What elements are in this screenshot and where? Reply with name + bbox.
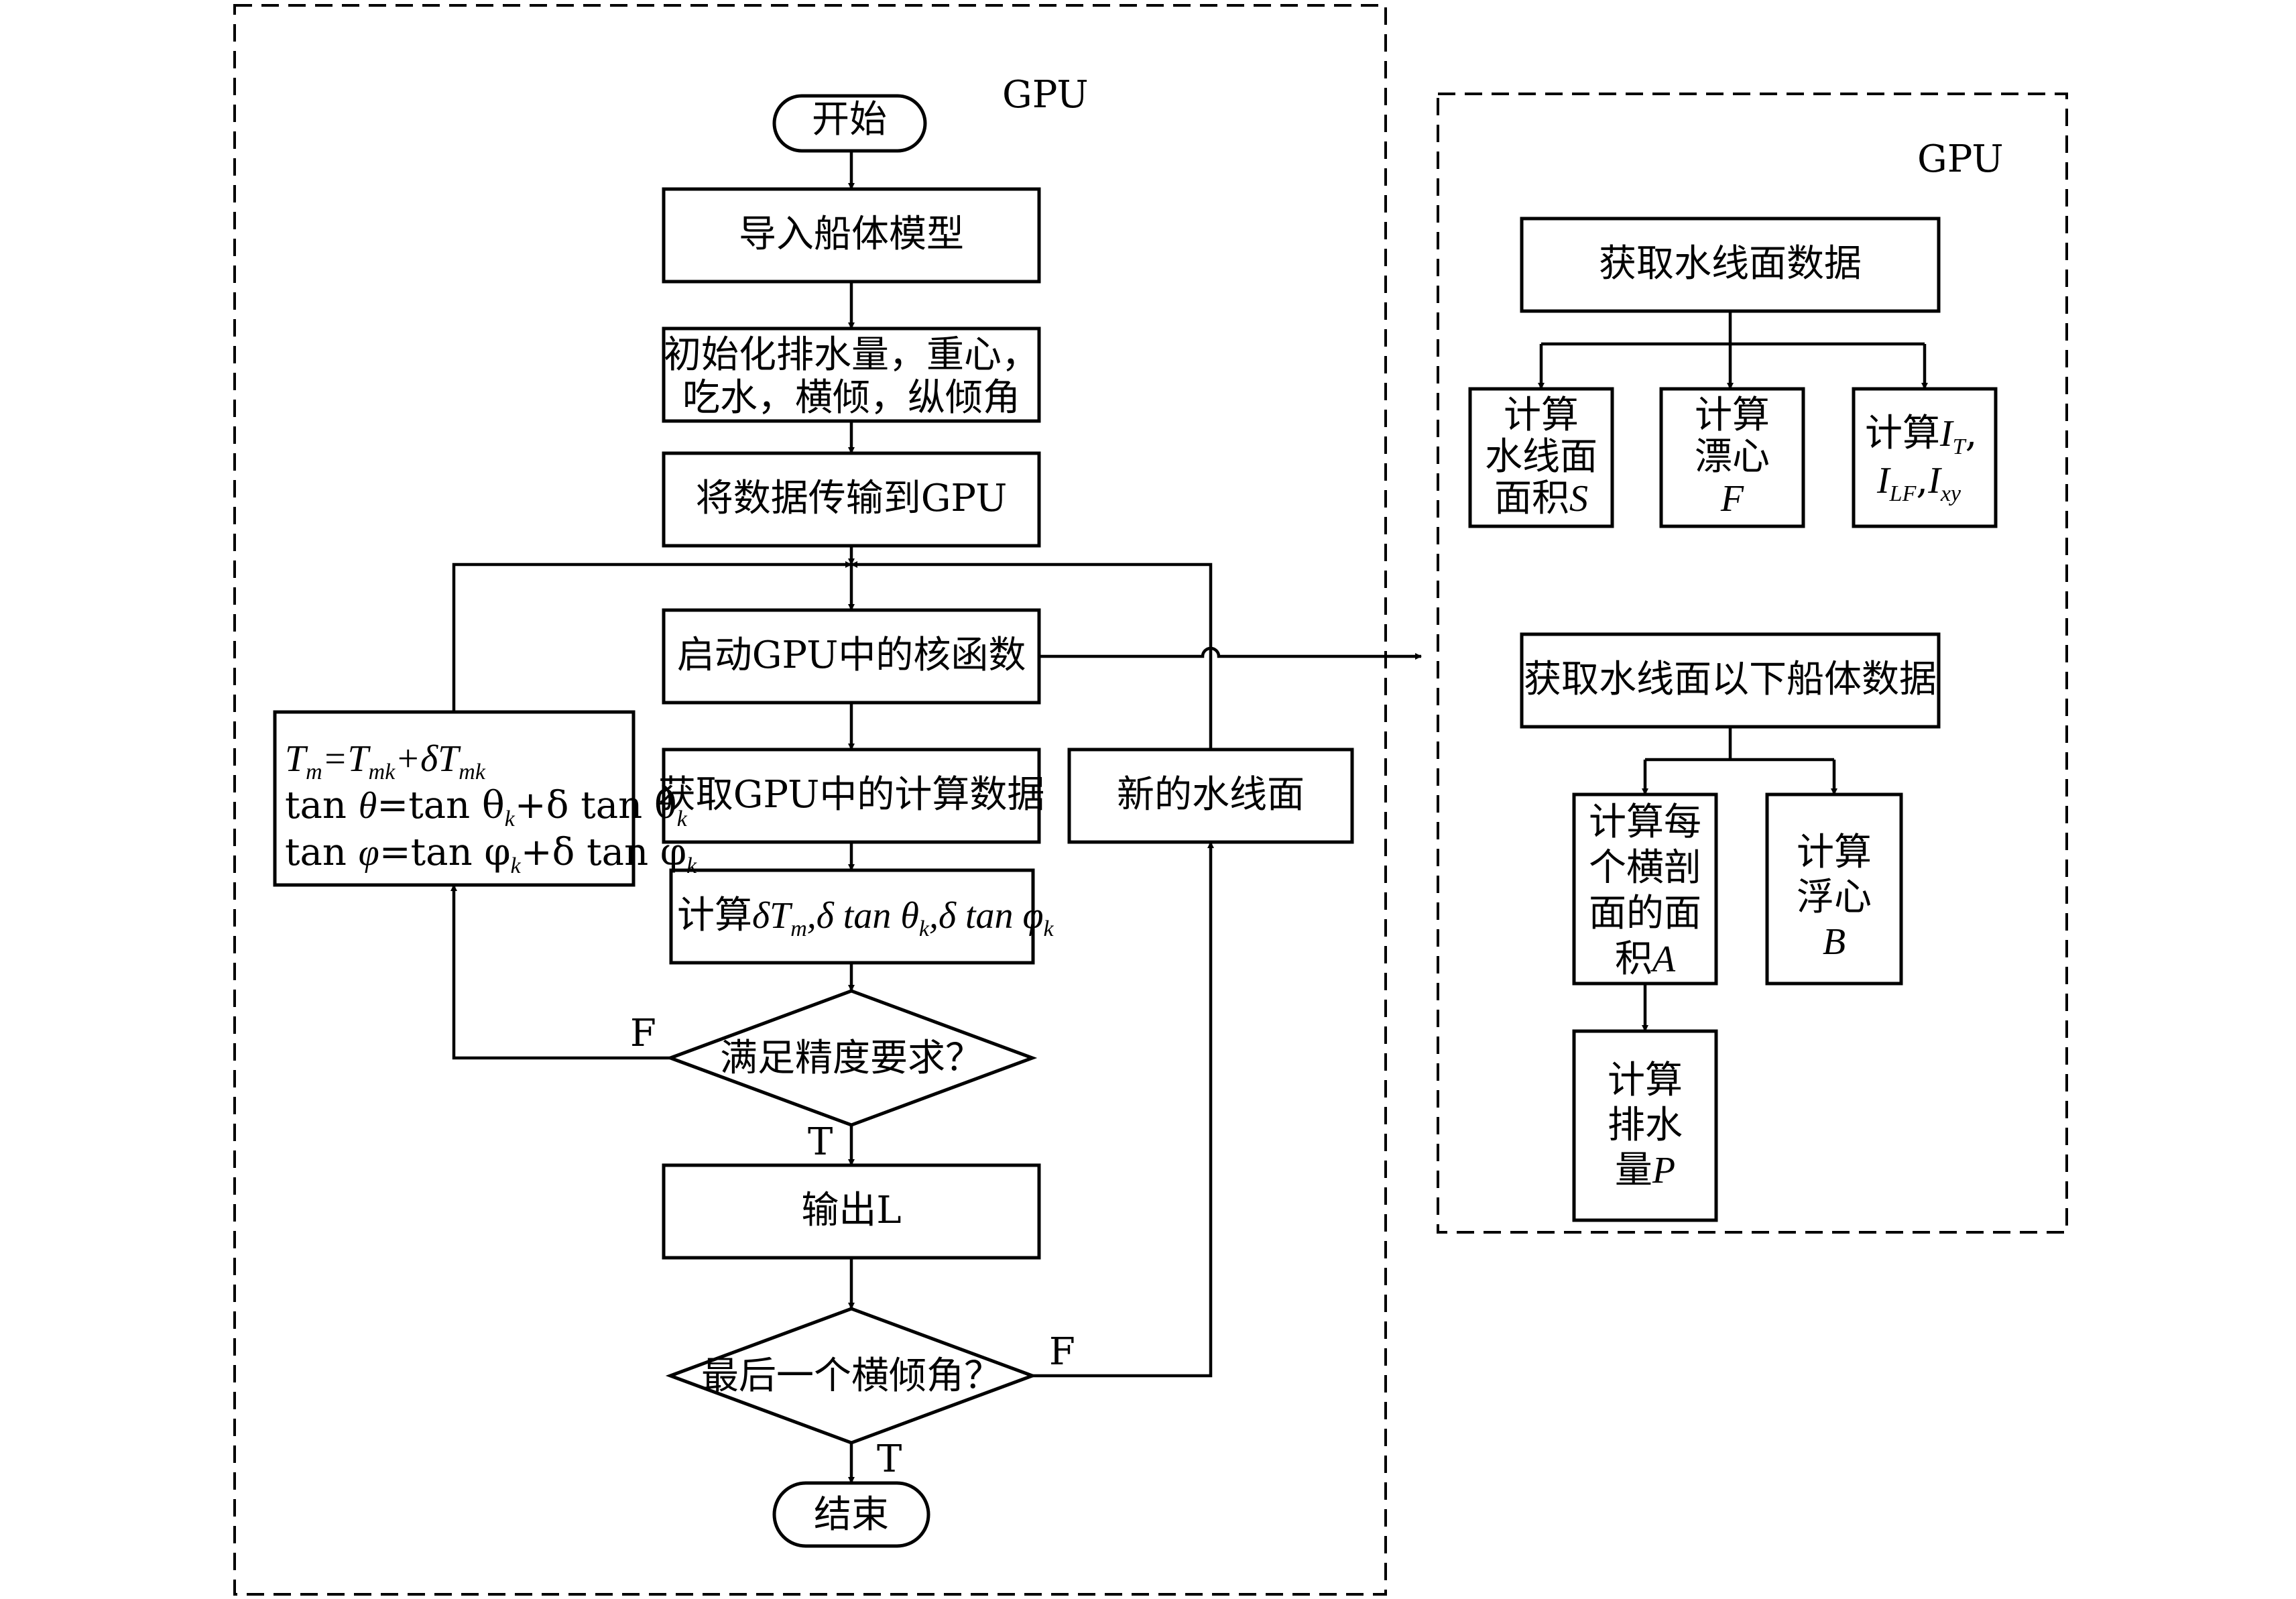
calc-area-box: 计算 水线面 面积S xyxy=(1468,387,1614,528)
precision-decision: 满足精度要求？ xyxy=(665,989,1038,1127)
fetch-results-label: 获取GPU中的计算数据 xyxy=(658,773,1045,817)
compute-delta-box: 计算δTm,δ tan θk,δ tan φk xyxy=(669,868,1054,965)
last-heel-decision: 最后一个横倾角？ xyxy=(665,1307,1038,1445)
last-heel-decision-label: 最后一个横倾角？ xyxy=(701,1354,1002,1398)
arrow-precision-false-to-update xyxy=(450,884,670,1060)
calc-area-line3: 面积S xyxy=(1494,477,1588,520)
arrow-kernel-to-right-panel xyxy=(1039,646,1422,660)
init-label-line2: 吃水，横倾，纵倾角 xyxy=(682,376,1020,420)
calc-float-box: 计算 漂心 F xyxy=(1659,387,1805,528)
get-hull-label: 获取水线面以下船体数据 xyxy=(1524,658,1937,701)
new-waterline-label: 新的水线面 xyxy=(1117,773,1305,817)
arrow-update-loop xyxy=(452,561,852,712)
update-formula-row2: tan θ=tan θk+δ tan θk xyxy=(285,784,688,831)
precision-true-label: T xyxy=(808,1120,833,1164)
left-gpu-panel xyxy=(233,4,1387,1596)
calc-section-line3: 面的面 xyxy=(1589,892,1701,935)
output-box: 输出L xyxy=(662,1163,1041,1260)
calc-buoyancy-box: 计算 浮心 B xyxy=(1765,792,1903,986)
end-label: 结束 xyxy=(814,1493,889,1537)
start-label: 开始 xyxy=(812,98,887,141)
update-formula-row1: Tm=Tmk+δTmk xyxy=(285,738,486,784)
launch-kernel-label: 启动GPU中的核函数 xyxy=(677,634,1026,677)
calc-section-line2: 个横剖 xyxy=(1589,846,1701,890)
calc-displacement-line2: 排水 xyxy=(1608,1104,1683,1147)
arrow-lastheel-false-to-waterline xyxy=(1032,841,1214,1378)
precision-decision-label: 满足精度要求？ xyxy=(720,1037,983,1080)
calc-section-line1: 计算每 xyxy=(1589,801,1701,844)
calc-displacement-line3: 量P xyxy=(1615,1148,1675,1192)
calc-float-line2: 漂心 xyxy=(1695,435,1770,479)
calc-section-line4: 积A xyxy=(1615,937,1676,981)
output-label: 输出L xyxy=(801,1189,901,1232)
right-gpu-panel xyxy=(1437,93,2068,1234)
calc-displacement-box: 计算 排水 量P xyxy=(1572,1029,1718,1222)
end-node: 结束 xyxy=(772,1481,930,1548)
arrow-waterline-loop xyxy=(851,561,1213,750)
new-waterline-box: 新的水线面 xyxy=(1067,748,1354,844)
update-formula-box: Tm=Tmk+δTmk tan θ=tan θk+δ tan θk tan φ=… xyxy=(273,710,697,887)
precision-false-label: F xyxy=(630,1012,656,1055)
calc-area-line2: 水线面 xyxy=(1485,435,1597,479)
update-formula-row3: tan φ=tan φk+δ tan φk xyxy=(285,831,697,878)
start-node: 开始 xyxy=(772,94,927,153)
calc-area-line1: 计算 xyxy=(1504,394,1579,437)
calc-buoyancy-var: B xyxy=(1823,921,1846,963)
compute-delta-label: 计算δTm,δ tan θk,δ tan φk xyxy=(677,894,1054,941)
lastheel-true-label: T xyxy=(877,1437,902,1481)
import-model-box: 导入船体模型 xyxy=(662,187,1041,284)
init-label-line1: 初始化排水量，重心， xyxy=(664,333,1039,377)
calc-buoyancy-line1: 计算 xyxy=(1797,831,1872,874)
calc-inertia-line1: 计算IT, xyxy=(1865,412,1977,459)
get-waterplane-box: 获取水线面数据 xyxy=(1520,217,1941,313)
calc-displacement-line1: 计算 xyxy=(1608,1059,1683,1102)
transfer-label: 将数据传输到GPU xyxy=(696,477,1008,520)
get-waterplane-label: 获取水线面数据 xyxy=(1599,242,1862,286)
left-panel-label: GPU xyxy=(1002,73,1089,117)
calc-inertia-box: 计算IT, ILF,Ixy xyxy=(1852,387,1998,528)
lastheel-false-label: F xyxy=(1049,1330,1075,1374)
calc-buoyancy-line2: 浮心 xyxy=(1797,876,1872,919)
launch-kernel-box: 启动GPU中的核函数 xyxy=(662,608,1041,705)
init-box: 初始化排水量，重心， 吃水，横倾，纵倾角 xyxy=(662,327,1041,423)
transfer-box: 将数据传输到GPU xyxy=(662,451,1041,548)
calc-section-box: 计算每 个横剖 面的面 积A xyxy=(1572,792,1718,986)
calc-float-var: F xyxy=(1720,478,1744,520)
calc-inertia-line2: ILF,Ixy xyxy=(1876,459,1961,506)
fetch-results-box: 获取GPU中的计算数据 xyxy=(658,748,1045,844)
calc-float-line1: 计算 xyxy=(1695,394,1770,437)
import-model-label: 导入船体模型 xyxy=(739,213,964,256)
right-panel-label: GPU xyxy=(1917,137,2004,181)
get-hull-box: 获取水线面以下船体数据 xyxy=(1520,632,1941,729)
